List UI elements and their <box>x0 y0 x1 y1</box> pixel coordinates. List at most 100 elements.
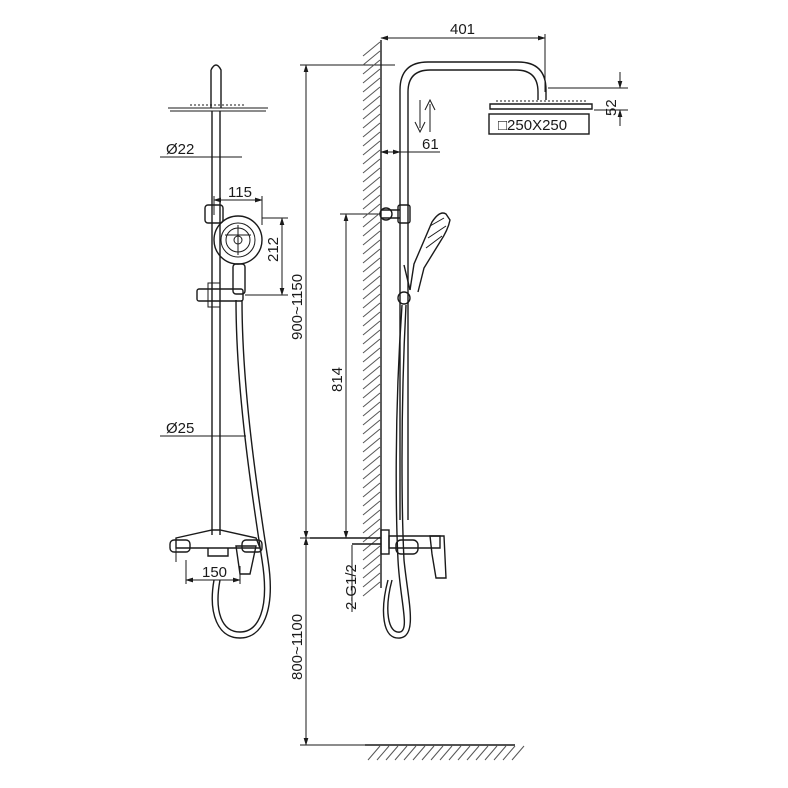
front-view: Ø22 115 212 Ø25 <box>160 64 288 639</box>
wall-hatch-line <box>362 95 381 111</box>
dim-bracket-height: 814 <box>329 367 346 392</box>
wall-hatch-line <box>362 365 381 381</box>
wall-hatch-line <box>362 257 381 273</box>
dim-pipe-dia: Ø25 <box>166 420 194 437</box>
floor-hatch-line <box>403 745 417 761</box>
wall-hatch-line <box>362 554 381 570</box>
floor-hatch-line <box>502 745 516 761</box>
dim-head-size: □250X250 <box>498 117 567 134</box>
wall-hatch-line <box>362 284 381 300</box>
wall-hatch-line <box>362 302 381 318</box>
wall-hatch-line <box>362 221 381 237</box>
wall-hatch-line <box>362 572 381 588</box>
wall-hatch-line <box>362 374 381 390</box>
wall-hatch-line <box>362 275 381 291</box>
dim-top-width: 401 <box>450 21 475 38</box>
wall-hatch-line <box>362 383 381 399</box>
front-main-column <box>211 111 221 535</box>
wall-hatch-line <box>362 473 381 489</box>
dim-wall-offset: 61 <box>422 136 439 153</box>
dim-mixer-width: 150 <box>202 564 227 581</box>
wall-hatch-line <box>362 509 381 525</box>
wall-hatch-line <box>362 212 381 228</box>
wall-hatch-line <box>362 158 381 174</box>
wall-hatch-line <box>362 527 381 543</box>
wall-hatch-line <box>362 248 381 264</box>
floor-hatch-line <box>448 745 462 761</box>
wall-hatch-line <box>362 563 381 579</box>
wall-hatch-line <box>362 401 381 417</box>
overall-height-dimensions: 900~1150 800~1100 814 2-G1/2 <box>289 64 395 746</box>
dim-handheld-width: 115 <box>228 184 252 201</box>
wall-hatch-line <box>362 185 381 201</box>
wall-hatch-line <box>362 410 381 426</box>
wall-hatch-line <box>362 482 381 498</box>
wall-hatch-line <box>362 122 381 138</box>
floor-hatch-line <box>475 745 489 761</box>
wall-hatch-line <box>362 140 381 156</box>
front-top-pipe <box>168 64 268 112</box>
floor-hatch-line <box>376 745 390 761</box>
wall-hatch-line <box>362 329 381 345</box>
wall-hatching <box>362 40 382 597</box>
floor-hatch-line <box>430 745 444 761</box>
front-mixer <box>169 529 263 575</box>
wall-hatch-line <box>362 545 381 561</box>
floor-hatch-line <box>466 745 480 761</box>
side-wall-bracket <box>379 204 411 224</box>
dim-pipe-top-dia: Ø22 <box>166 141 194 158</box>
wall-hatch-line <box>362 131 381 147</box>
dim-handheld-height: 212 <box>265 237 282 262</box>
wall-hatch-line <box>362 320 381 336</box>
side-mixer <box>310 529 447 579</box>
wall-hatch-line <box>362 455 381 471</box>
height-adjust-arrows-icon <box>414 98 436 134</box>
wall-hatch-line <box>362 392 381 408</box>
wall-hatch-line <box>362 167 381 183</box>
wall-hatch-line <box>362 176 381 192</box>
wall-hatch-line <box>362 59 381 75</box>
floor-hatch-line <box>385 745 399 761</box>
side-overhead-head <box>488 100 593 135</box>
wall-hatch-line <box>362 86 381 102</box>
wall-hatch-line <box>362 194 381 210</box>
dim-inlet-thread: 2-G1/2 <box>343 564 360 610</box>
dim-floor-height: 800~1100 <box>289 614 306 680</box>
wall-hatch-line <box>362 149 381 165</box>
front-hose <box>217 299 266 633</box>
floor-hatch-line <box>493 745 507 761</box>
wall-hatch-line <box>362 500 381 516</box>
floor-hatch-line <box>421 745 435 761</box>
side-handheld-shower <box>403 212 451 293</box>
wall-hatch-line <box>362 293 381 309</box>
dim-head-height: 52 <box>603 99 620 116</box>
wall-hatch-line <box>362 239 381 255</box>
floor-hatch-line <box>484 745 498 761</box>
front-handheld-head <box>213 215 263 295</box>
wall-hatch-line <box>362 113 381 129</box>
side-hose <box>387 304 406 633</box>
side-slide-holder <box>397 291 411 305</box>
floor-hatching <box>365 744 525 761</box>
floor-hatch-line <box>367 745 381 761</box>
side-riser-pipe <box>399 61 547 520</box>
wall-hatch-line <box>362 437 381 453</box>
floor-hatch-line <box>412 745 426 761</box>
floor-hatch-line <box>439 745 453 761</box>
wall-hatch-line <box>362 203 381 219</box>
wall-hatch-line <box>362 311 381 327</box>
wall-hatch-line <box>362 428 381 444</box>
floor-hatch-line <box>511 745 525 761</box>
wall-hatch-line <box>362 464 381 480</box>
floor-hatch-line <box>394 745 408 761</box>
floor-hatch-line <box>457 745 471 761</box>
wall-hatch-line <box>362 356 381 372</box>
wall-hatch-line <box>362 50 381 66</box>
side-view: 401 □250X250 52 61 <box>310 21 628 639</box>
wall-hatch-line <box>362 347 381 363</box>
wall-hatch-line <box>362 419 381 435</box>
wall-hatch-line <box>362 230 381 246</box>
wall-hatch-line <box>362 104 381 120</box>
wall-hatch-line <box>362 41 381 57</box>
